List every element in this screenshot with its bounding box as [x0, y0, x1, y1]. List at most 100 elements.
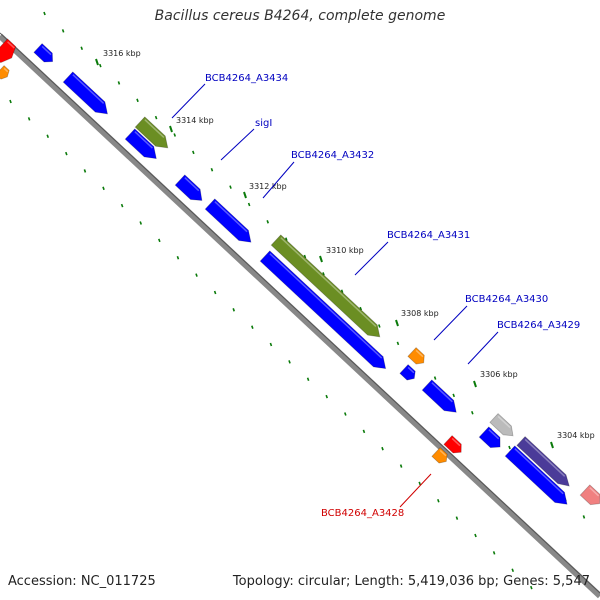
kbp-label: 3312 kbp: [249, 182, 287, 191]
tick-mark: [359, 306, 363, 311]
tick-mark: [492, 551, 496, 555]
kbp-labels: 3316 kbp 3314 kbp 3312 kbp 3310 kbp 3308…: [103, 49, 595, 440]
kbp-label: 3310 kbp: [326, 246, 364, 255]
tick-mark: [452, 393, 456, 398]
genome-backbone: [0, 32, 600, 599]
rna-arrow: [270, 234, 381, 338]
tick-mark: [474, 533, 477, 538]
gene-labels: BCB4264_A3434 sigI BCB4264_A3432 BCB4264…: [205, 73, 580, 519]
kbp-label: 3316 kbp: [103, 49, 141, 58]
red-arrow-lower: [443, 435, 462, 454]
tick-mark: [266, 220, 270, 224]
gray-arrow: [489, 413, 514, 437]
map-title: Bacillus cereus B4264, complete genome: [154, 8, 446, 24]
kbp-label: 3306 kbp: [480, 370, 518, 379]
tick-marks: [9, 11, 586, 590]
tick-mark: [120, 203, 124, 208]
cds-arrow: [174, 174, 203, 201]
tick-mark: [232, 308, 236, 312]
tick-mark: [213, 290, 217, 295]
tick-mark: [176, 255, 180, 260]
orange-arrow: [0, 65, 10, 80]
tick-mark: [99, 63, 102, 68]
leader-lines: [171, 83, 499, 508]
tick-mark: [508, 445, 511, 450]
tick-mark: [247, 202, 251, 207]
tick-mark: [418, 481, 422, 486]
gene-label-a3432[interactable]: BCB4264_A3432: [291, 150, 374, 161]
tick-mark: [399, 464, 403, 468]
major-tick: [550, 441, 554, 449]
tick-mark: [306, 377, 310, 382]
kbp-label: 3314 kbp: [176, 116, 214, 125]
tick-mark: [530, 585, 533, 590]
orange-arrow: [407, 347, 425, 365]
tick-mark: [139, 221, 143, 225]
tick-mark: [117, 81, 121, 85]
major-tick: [395, 319, 399, 327]
purple-arrow: [516, 436, 570, 487]
tick-mark: [65, 151, 68, 156]
tick-mark: [136, 98, 139, 103]
cds-arrow: [504, 445, 568, 505]
kbp-label: 3308 kbp: [401, 309, 439, 318]
tick-mark: [325, 394, 329, 399]
major-tick: [243, 191, 247, 199]
tick-mark: [433, 376, 437, 380]
tick-mark: [381, 446, 384, 451]
gene-label-a3434[interactable]: BCB4264_A3434: [205, 73, 288, 84]
major-tick: [473, 380, 477, 388]
features: [0, 38, 600, 506]
gene-label-a3430[interactable]: BCB4264_A3430: [465, 294, 548, 305]
cds-arrow: [62, 71, 108, 115]
tick-mark: [195, 273, 198, 277]
tick-mark: [437, 499, 440, 503]
gene-label-sigi[interactable]: sigI: [255, 118, 272, 129]
tick-mark: [269, 342, 273, 347]
cds-arrow: [478, 426, 501, 449]
tick-mark: [9, 99, 12, 104]
tick-mark: [344, 412, 347, 416]
tick-mark: [455, 516, 459, 520]
tick-mark: [46, 134, 50, 138]
tick-mark: [511, 568, 515, 572]
tick-mark: [396, 341, 400, 346]
cds-arrow: [124, 128, 157, 160]
tick-mark: [288, 360, 291, 364]
major-tick: [169, 125, 173, 133]
major-tick: [95, 58, 99, 66]
tick-mark: [61, 29, 65, 33]
tick-mark: [173, 133, 177, 137]
tick-mark: [362, 429, 366, 434]
cds-arrow: [399, 364, 416, 381]
rna-arrow: [134, 116, 169, 149]
tick-mark: [43, 11, 46, 16]
tick-mark: [80, 46, 84, 50]
tick-mark: [303, 254, 307, 259]
red-arrow: [0, 38, 17, 64]
gene-label-a3429[interactable]: BCB4264_A3429: [497, 320, 580, 331]
tick-mark: [27, 117, 31, 121]
tick-mark: [158, 238, 161, 243]
cds-arrow: [421, 379, 457, 413]
tick-mark: [378, 324, 381, 328]
orange-arrow-lower: [431, 447, 448, 464]
tick-mark: [251, 325, 254, 329]
tick-mark: [582, 515, 586, 519]
accession-text: Accession: NC_011725: [8, 574, 156, 589]
gene-label-a3428[interactable]: BCB4264_A3428: [321, 508, 404, 519]
tick-mark: [210, 167, 214, 172]
tick-mark: [192, 150, 195, 155]
cds-arrow: [259, 250, 387, 370]
cds-arrow: [204, 198, 252, 243]
tick-mark: [322, 272, 325, 276]
cds-arrow: [33, 43, 54, 63]
tick-mark: [471, 411, 474, 415]
tick-mark: [285, 237, 288, 241]
major-tick: [319, 255, 323, 263]
tick-mark: [83, 169, 87, 173]
kbp-label: 3304 kbp: [557, 431, 595, 440]
gene-label-a3431[interactable]: BCB4264_A3431: [387, 230, 470, 241]
pink-arrow: [579, 484, 600, 506]
